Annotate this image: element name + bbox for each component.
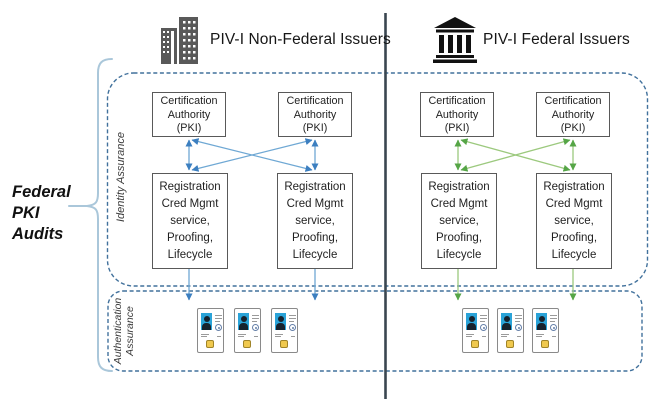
federal-issuers-label: PIV-I Federal Issuers bbox=[483, 30, 630, 48]
registration-box: Registration Cred Mgmt service, Proofing… bbox=[421, 173, 497, 269]
registration-box: Registration Cred Mgmt service, Proofing… bbox=[536, 173, 612, 269]
card-chip-icon bbox=[506, 340, 514, 348]
non-federal-trust-arrows bbox=[185, 138, 319, 301]
card-chip-icon bbox=[206, 340, 214, 348]
card-photo bbox=[501, 313, 512, 330]
card-chip-icon bbox=[280, 340, 288, 348]
card-seal-icon bbox=[550, 324, 557, 331]
piv-credential-card bbox=[532, 308, 559, 353]
card-seal-icon bbox=[289, 324, 296, 331]
card-photo bbox=[201, 313, 212, 330]
piv-credential-card bbox=[271, 308, 298, 353]
piv-credential-card bbox=[462, 308, 489, 353]
card-photo bbox=[238, 313, 249, 330]
federal-header: PIV-I Federal Issuers bbox=[433, 16, 630, 63]
federal-pki-audits-label: Federal PKI Audits bbox=[12, 183, 71, 243]
card-seal-icon bbox=[215, 324, 222, 331]
authentication-assurance-zone bbox=[107, 290, 643, 372]
piv-credential-card bbox=[497, 308, 524, 353]
authentication-assurance-label: Authentication Assurance bbox=[112, 297, 136, 365]
card-photo bbox=[466, 313, 477, 330]
identity-assurance-zone bbox=[106, 72, 649, 287]
certification-authority-box: Certification Authority (PKI) bbox=[152, 92, 226, 137]
certification-authority-box: Certification Authority (PKI) bbox=[420, 92, 494, 137]
card-chip-icon bbox=[471, 340, 479, 348]
registration-box: Registration Cred Mgmt service, Proofing… bbox=[277, 173, 353, 269]
audits-brace bbox=[68, 58, 113, 372]
card-seal-icon bbox=[480, 324, 487, 331]
certification-authority-box: Certification Authority (PKI) bbox=[278, 92, 352, 137]
card-seal-icon bbox=[515, 324, 522, 331]
non-federal-issuers-label: PIV-I Non-Federal Issuers bbox=[210, 31, 391, 48]
registration-box: Registration Cred Mgmt service, Proofing… bbox=[152, 173, 228, 269]
certification-authority-box: Certification Authority (PKI) bbox=[536, 92, 610, 137]
office-buildings-icon bbox=[161, 17, 198, 64]
card-chip-icon bbox=[541, 340, 549, 348]
piv-credential-card bbox=[197, 308, 224, 353]
piv-credential-card bbox=[234, 308, 261, 353]
card-chip-icon bbox=[243, 340, 251, 348]
bank-icon bbox=[433, 17, 477, 63]
identity-assurance-label: Identity Assurance bbox=[115, 131, 127, 223]
card-photo bbox=[536, 313, 547, 330]
non-federal-header: PIV-I Non-Federal Issuers bbox=[158, 14, 391, 66]
card-seal-icon bbox=[252, 324, 259, 331]
federal-trust-arrows bbox=[454, 138, 577, 301]
card-photo bbox=[275, 313, 286, 330]
